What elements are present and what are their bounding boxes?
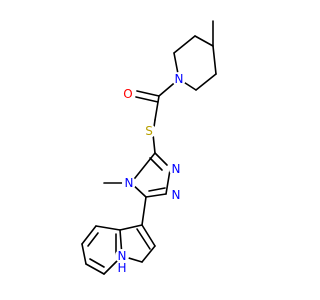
triazole-n4-label: N (125, 176, 134, 190)
bond (130, 152, 156, 184)
bond (135, 96, 159, 103)
oxygen-atom-label: O (123, 87, 132, 101)
bond (141, 245, 156, 263)
indole-nh-atom: N H (115, 249, 129, 275)
bond (154, 95, 160, 121)
triazole-n2-label: N (172, 162, 181, 176)
bond (165, 169, 171, 195)
bond (194, 35, 214, 47)
bond (154, 152, 168, 166)
sulfur-atom: S (142, 124, 156, 138)
bond (95, 225, 121, 231)
bond (119, 224, 143, 231)
oxygen-atom: O (121, 87, 135, 101)
bond (141, 196, 147, 226)
bond (89, 258, 105, 268)
bond (141, 224, 156, 247)
bond-lines (81, 20, 217, 275)
bond (173, 35, 196, 54)
piperidine-nitrogen-label: N (175, 72, 184, 86)
bond (81, 243, 87, 265)
piperidine-nitrogen-atom: N (172, 72, 186, 86)
bond (85, 263, 105, 275)
bond (87, 232, 99, 247)
indole-nitrogen-label: N (118, 249, 127, 263)
atom-labels: O N S N N N N H (115, 72, 186, 275)
bond (152, 133, 156, 154)
triazole-n2-atom: N (169, 162, 183, 176)
bond (136, 228, 151, 250)
bond (212, 45, 217, 75)
indole-hydrogen-label: H (117, 261, 126, 275)
bond (81, 225, 97, 245)
triazole-n4-atom: N (122, 176, 136, 190)
sulfur-atom-label: S (145, 124, 153, 138)
bond (136, 90, 160, 97)
bond (145, 193, 167, 198)
triazole-n1-label: N (172, 188, 181, 202)
bond (148, 187, 166, 192)
bond (195, 73, 217, 91)
molecule-diagram: O N S N N N N H (81, 20, 217, 275)
bond (149, 157, 163, 171)
triazole-n1-atom: N (169, 188, 183, 202)
structure-canvas: O N S N N N N H (81, 20, 217, 275)
